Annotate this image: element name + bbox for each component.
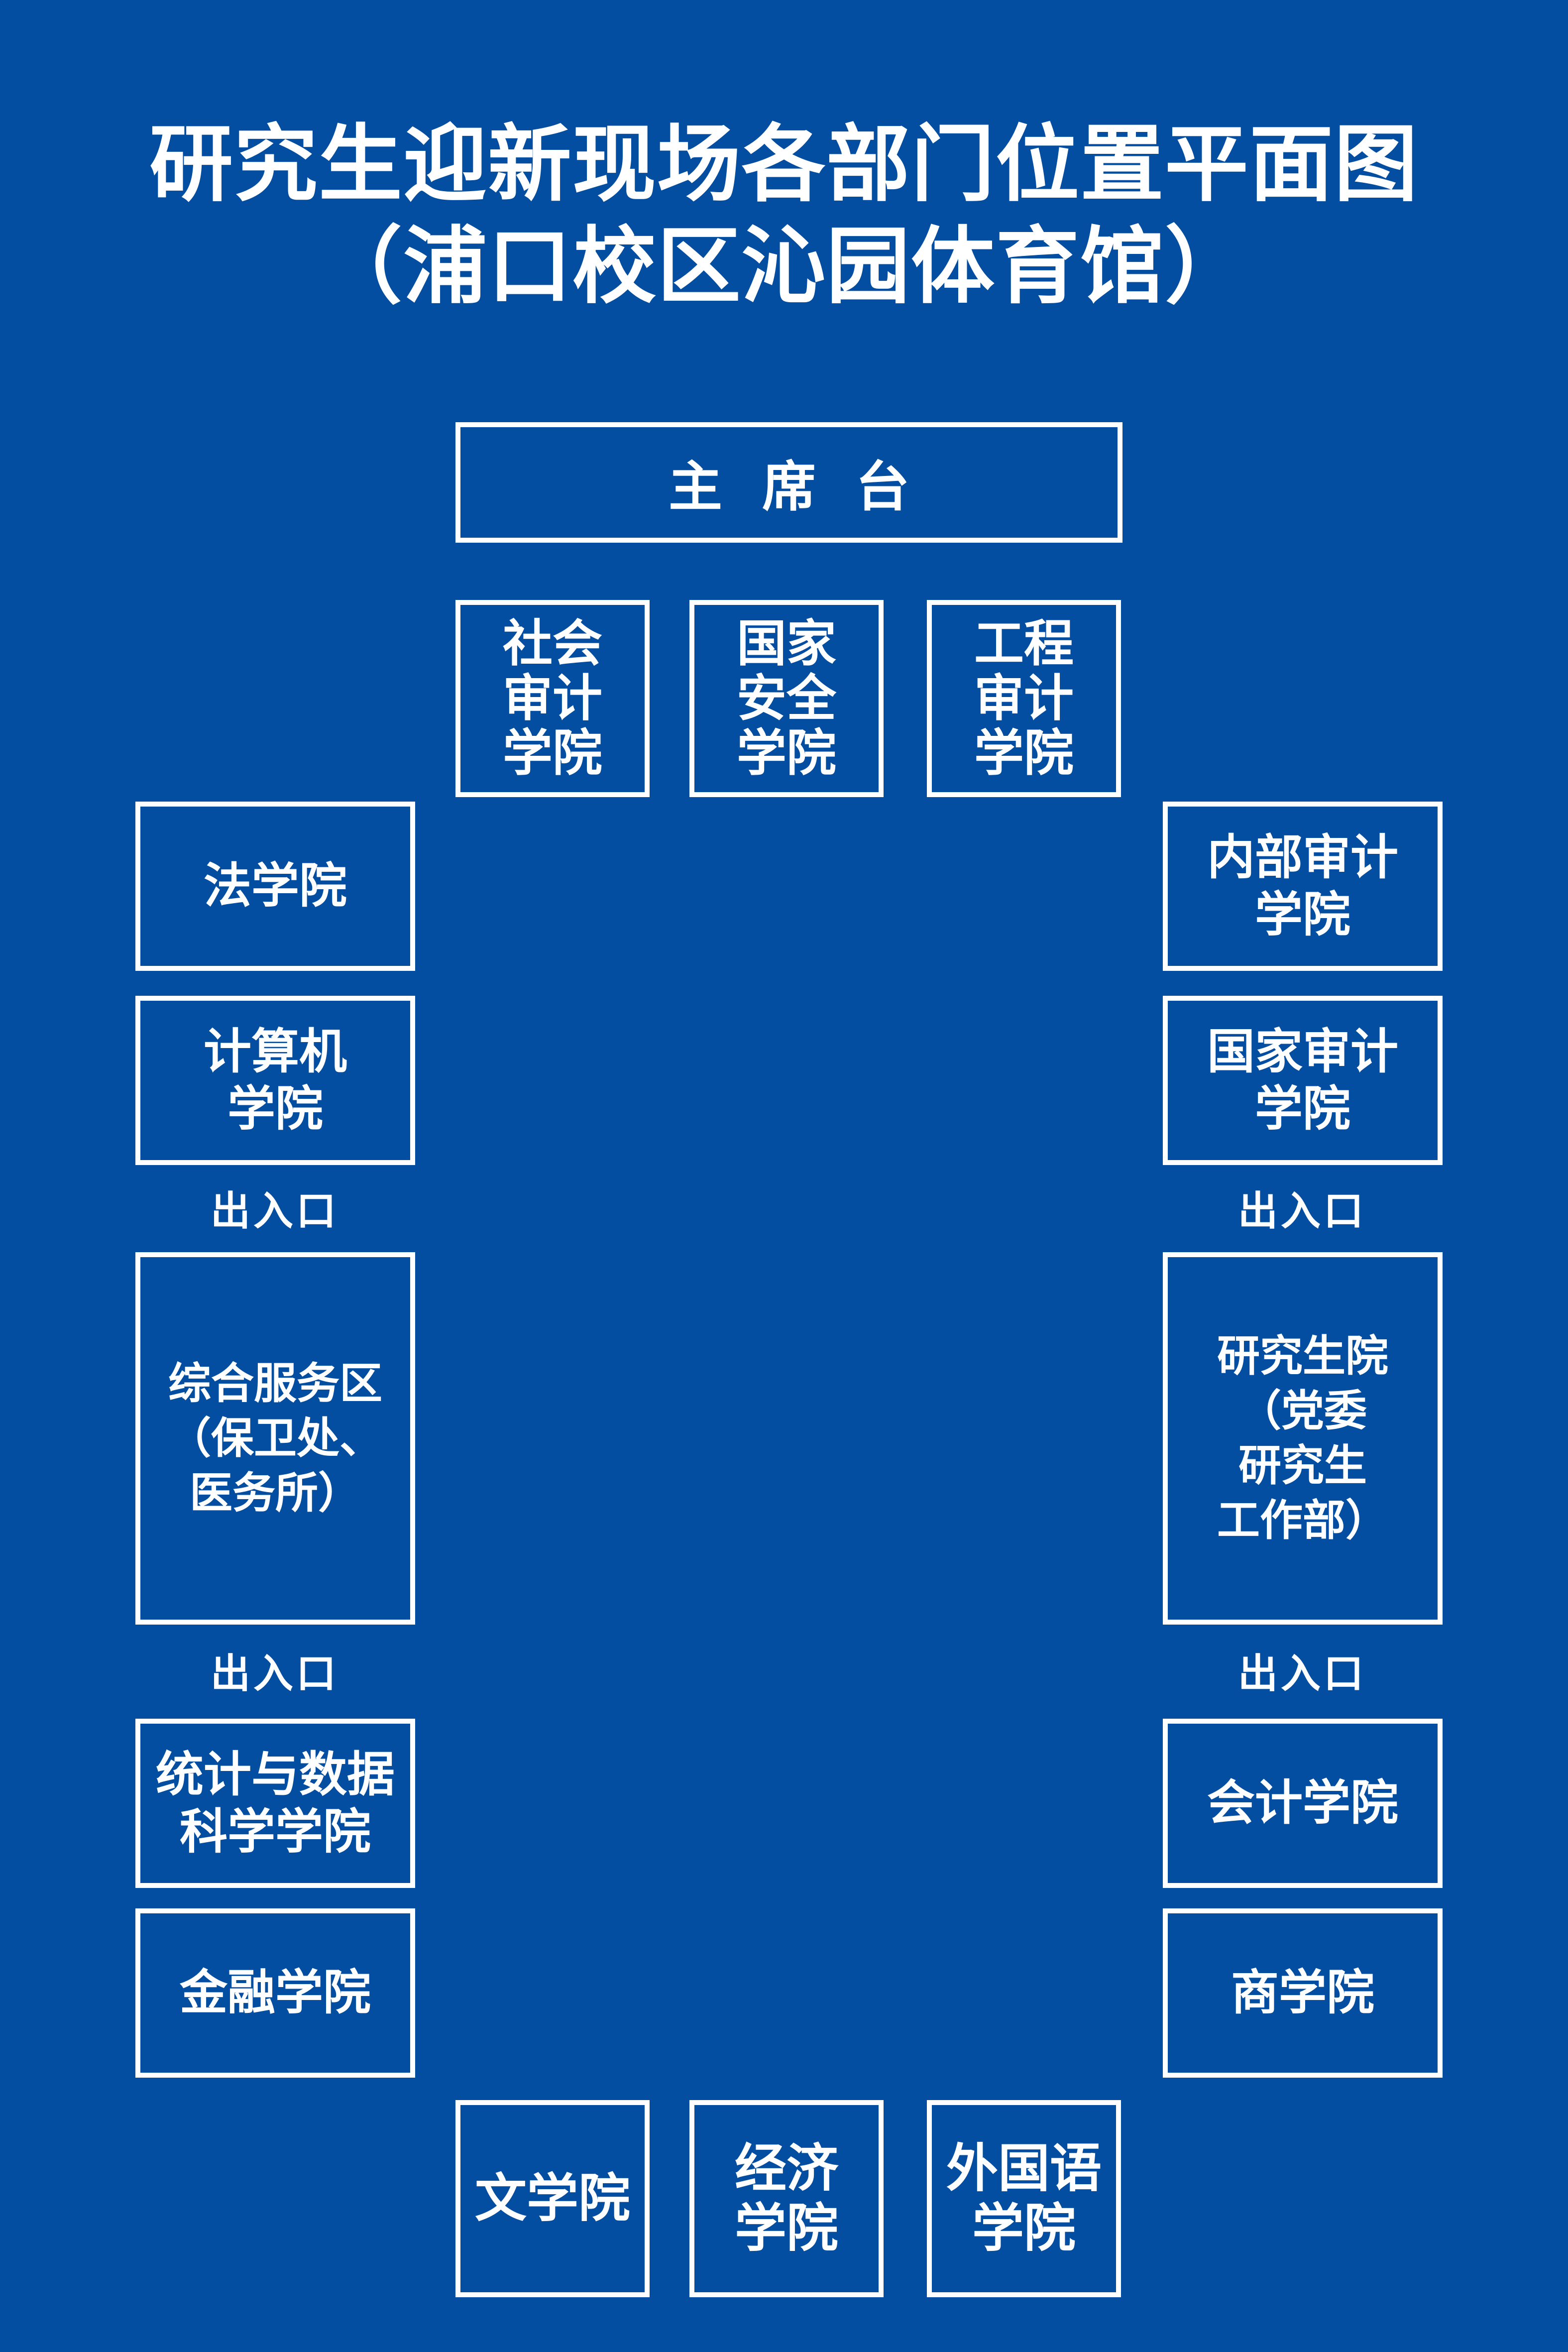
top-booth-engineering-audit: 工程 审计 学院 <box>927 600 1121 797</box>
booth-label: 国家 安全 学院 <box>737 614 836 782</box>
right-booth-business: 商学院 <box>1163 1908 1443 2078</box>
left-booth-service-area: 综合服务区 （保卫处、 医务所） <box>135 1252 415 1625</box>
booth-label: 文学院 <box>474 2168 630 2229</box>
left-booth-statistics: 统计与数据 科学学院 <box>135 1719 415 1888</box>
entrance-label: 出入口 <box>211 1650 339 1697</box>
right-booth-graduate-school: 研究生院 （党委 研究生 工作部） <box>1163 1252 1443 1625</box>
bottom-booth-literature: 文学院 <box>455 2100 650 2297</box>
entrance-label: 出入口 <box>1238 1188 1366 1234</box>
top-booth-social-audit: 社会 审计 学院 <box>455 600 650 797</box>
page-subtitle: （浦口校区沁园体育馆） <box>319 217 1249 315</box>
left-booth-finance: 金融学院 <box>135 1908 415 2078</box>
booth-label: 金融学院 <box>180 1965 371 2021</box>
booth-label: 研究生院 （党委 研究生 工作部） <box>1217 1331 1388 1546</box>
right-booth-internal-audit: 内部审计 学院 <box>1163 802 1443 971</box>
left-booth-law: 法学院 <box>135 802 415 971</box>
booth-label: 外国语 学院 <box>946 2138 1102 2258</box>
booth-label: 法学院 <box>204 858 347 914</box>
entrance-label: 出入口 <box>211 1188 339 1234</box>
booth-label: 社会 审计 学院 <box>503 614 602 782</box>
booth-label: 会计学院 <box>1207 1775 1398 1831</box>
stage-label: 主席台 <box>668 456 949 518</box>
booth-label: 统计与数据 科学学院 <box>156 1746 395 1860</box>
bottom-booth-economics: 经济 学院 <box>689 2100 884 2297</box>
booth-label: 综合服务区 （保卫处、 医务所） <box>168 1358 382 1519</box>
right-booth-accounting: 会计学院 <box>1163 1719 1443 1888</box>
booth-label: 经济 学院 <box>734 2138 838 2258</box>
right-booth-national-audit: 国家审计 学院 <box>1163 996 1443 1165</box>
booth-label: 商学院 <box>1231 1965 1374 2021</box>
booth-label: 工程 审计 学院 <box>974 614 1074 782</box>
booth-label: 计算机 学院 <box>204 1023 347 1137</box>
page-title: 研究生迎新现场各部门位置平面图 <box>149 115 1419 213</box>
left-booth-computer: 计算机 学院 <box>135 996 415 1165</box>
booth-label: 国家审计 学院 <box>1207 1023 1398 1137</box>
booth-label: 内部审计 学院 <box>1207 829 1398 942</box>
entrance-label: 出入口 <box>1238 1650 1366 1697</box>
stage-box: 主席台 <box>455 422 1122 543</box>
top-booth-national-security: 国家 安全 学院 <box>689 600 884 797</box>
bottom-booth-foreign-languages: 外国语 学院 <box>927 2100 1121 2297</box>
